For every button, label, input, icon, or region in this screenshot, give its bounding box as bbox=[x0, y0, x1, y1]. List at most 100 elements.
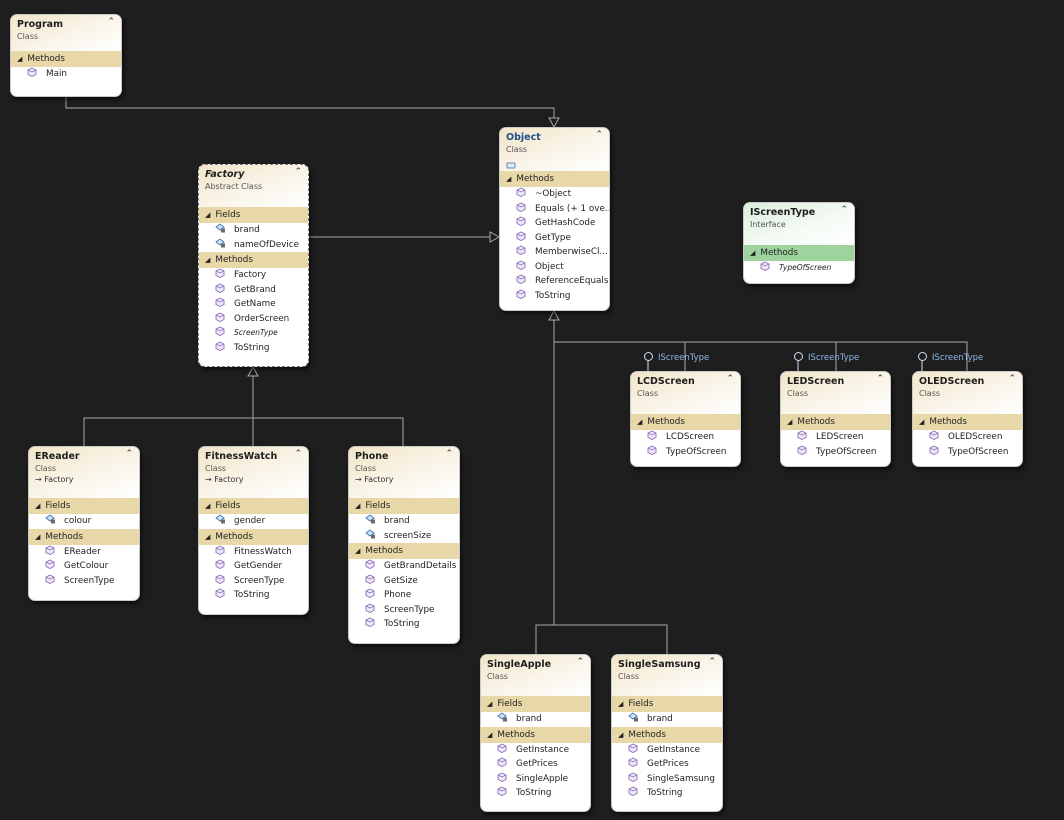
method-row[interactable]: ScreenType bbox=[199, 326, 308, 341]
method-row[interactable]: ~Object bbox=[500, 187, 609, 202]
class-header[interactable]: IScreenType Interface ⌃ bbox=[744, 203, 854, 245]
method-row[interactable]: LEDScreen bbox=[781, 430, 890, 445]
field-row[interactable]: screenSize bbox=[349, 528, 459, 544]
method-row[interactable]: Equals (+ 1 ove... bbox=[500, 201, 609, 217]
section-fields[interactable]: ◢Fields bbox=[612, 696, 722, 712]
collapse-chevron-icon[interactable]: ⌃ bbox=[840, 205, 848, 215]
section-methods[interactable]: ◢Methods bbox=[481, 726, 590, 743]
field-row[interactable]: brand bbox=[199, 223, 308, 238]
section-fields[interactable]: ◢Fields bbox=[349, 498, 459, 514]
method-row[interactable]: SingleSamsung bbox=[612, 771, 722, 787]
expand-triangle-icon[interactable]: ◢ bbox=[618, 700, 624, 708]
section-methods[interactable]: ◢Methods bbox=[349, 543, 459, 559]
method-row[interactable]: TypeOfScreen bbox=[781, 444, 890, 460]
method-row[interactable]: GetHashCode bbox=[500, 216, 609, 231]
section-methods[interactable]: ◢Methods bbox=[29, 528, 139, 545]
section-fields[interactable]: ◢Fields bbox=[481, 696, 590, 712]
collapse-chevron-icon[interactable]: ⌃ bbox=[726, 374, 734, 384]
method-row[interactable]: GetSize bbox=[349, 573, 459, 589]
method-row[interactable]: FitnessWatch bbox=[199, 544, 308, 560]
method-row[interactable]: LCDScreen bbox=[631, 430, 740, 445]
section-methods[interactable]: ◢Methods bbox=[781, 414, 890, 430]
section-methods[interactable]: ◢Methods bbox=[11, 51, 121, 67]
class-header[interactable]: SingleSamsung Class ⌃ bbox=[612, 655, 722, 696]
collapse-chevron-icon[interactable]: ⌃ bbox=[294, 167, 302, 177]
collapse-chevron-icon[interactable]: ⌃ bbox=[1008, 374, 1016, 384]
method-row[interactable]: ScreenType bbox=[349, 602, 459, 618]
class-box-ereader[interactable]: EReader Class → Factory ⌃ ◢Fields colour… bbox=[28, 446, 140, 601]
method-row[interactable]: Main bbox=[11, 67, 121, 82]
method-row[interactable]: ToString bbox=[199, 588, 308, 603]
field-row[interactable]: nameOfDevice bbox=[199, 237, 308, 253]
expand-triangle-icon[interactable]: ◢ bbox=[205, 211, 211, 219]
method-row[interactable]: MemberwiseCl... bbox=[500, 245, 609, 260]
class-header[interactable]: Factory Abstract Class ⌃ bbox=[199, 165, 308, 207]
collapse-chevron-icon[interactable]: ⌃ bbox=[445, 449, 453, 459]
method-row[interactable]: GetColour bbox=[29, 559, 139, 574]
expand-triangle-icon[interactable]: ◢ bbox=[487, 700, 493, 708]
expand-triangle-icon[interactable]: ◢ bbox=[355, 502, 361, 510]
method-row[interactable]: GetPrices bbox=[612, 757, 722, 772]
class-header[interactable]: SingleApple Class ⌃ bbox=[481, 655, 590, 696]
collapse-chevron-icon[interactable]: ⌃ bbox=[595, 130, 603, 140]
expand-triangle-icon[interactable]: ◢ bbox=[637, 418, 643, 426]
class-header[interactable]: Object Class ⌃ bbox=[500, 128, 609, 171]
interface-box-iscreentype[interactable]: IScreenType Interface ⌃ ◢Methods TypeOfS… bbox=[743, 202, 855, 284]
field-row[interactable]: brand bbox=[481, 712, 590, 727]
expand-triangle-icon[interactable]: ◢ bbox=[750, 249, 756, 257]
section-methods[interactable]: ◢Methods bbox=[631, 414, 740, 430]
field-row[interactable]: colour bbox=[29, 514, 139, 529]
expand-triangle-icon[interactable]: ◢ bbox=[506, 175, 512, 183]
section-fields[interactable]: ◢Fields bbox=[29, 498, 139, 514]
method-row[interactable]: Object bbox=[500, 259, 609, 275]
class-box-program[interactable]: Program Class ⌃ ◢Methods Main bbox=[10, 14, 122, 97]
method-row[interactable]: ToString bbox=[199, 340, 308, 356]
class-box-fitnesswatch[interactable]: FitnessWatch Class → Factory ⌃ ◢Fields g… bbox=[198, 446, 309, 615]
class-header[interactable]: LCDScreen Class ⌃ bbox=[631, 372, 740, 414]
class-header[interactable]: EReader Class → Factory ⌃ bbox=[29, 447, 139, 498]
method-row[interactable]: SingleApple bbox=[481, 771, 590, 787]
collapse-chevron-icon[interactable]: ⌃ bbox=[576, 657, 584, 667]
collapse-chevron-icon[interactable]: ⌃ bbox=[708, 657, 716, 667]
method-row[interactable]: ToString bbox=[612, 786, 722, 801]
method-row[interactable]: Factory bbox=[199, 268, 308, 283]
method-row[interactable]: GetInstance bbox=[481, 742, 590, 758]
method-row[interactable]: ScreenType bbox=[29, 573, 139, 589]
section-methods[interactable]: ◢Methods bbox=[612, 726, 722, 743]
method-row[interactable]: ToString bbox=[481, 786, 590, 801]
expand-triangle-icon[interactable]: ◢ bbox=[35, 502, 41, 510]
section-methods[interactable]: ◢Methods bbox=[199, 252, 308, 268]
method-row[interactable]: OrderScreen bbox=[199, 311, 308, 327]
method-row[interactable]: GetPrices bbox=[481, 757, 590, 772]
field-row[interactable]: gender bbox=[199, 514, 308, 529]
method-row[interactable]: OLEDScreen bbox=[913, 430, 1022, 445]
section-fields[interactable]: ◢Fields bbox=[199, 498, 308, 514]
expand-triangle-icon[interactable]: ◢ bbox=[205, 532, 211, 541]
expand-triangle-icon[interactable]: ◢ bbox=[205, 256, 211, 264]
section-methods[interactable]: ◢Methods bbox=[500, 171, 609, 187]
method-row[interactable]: Phone bbox=[349, 588, 459, 603]
section-methods[interactable]: ◢Methods bbox=[199, 528, 308, 545]
collapse-chevron-icon[interactable]: ⌃ bbox=[294, 449, 302, 459]
method-row[interactable]: GetBrandDetails bbox=[349, 559, 459, 574]
method-row[interactable]: GetInstance bbox=[612, 742, 722, 758]
expand-triangle-icon[interactable]: ◢ bbox=[35, 532, 41, 541]
method-row[interactable]: ReferenceEquals bbox=[500, 274, 609, 289]
method-row[interactable]: TypeOfScreen bbox=[744, 261, 854, 276]
collapse-chevron-icon[interactable]: ⌃ bbox=[107, 17, 115, 27]
method-row[interactable]: TypeOfScreen bbox=[913, 444, 1022, 460]
method-row[interactable]: ToString bbox=[500, 288, 609, 304]
expand-triangle-icon[interactable]: ◢ bbox=[487, 730, 493, 739]
section-methods[interactable]: ◢Methods bbox=[913, 414, 1022, 430]
section-methods[interactable]: ◢Methods bbox=[744, 245, 854, 261]
expand-triangle-icon[interactable]: ◢ bbox=[618, 730, 624, 739]
class-box-singlesamsung[interactable]: SingleSamsung Class ⌃ ◢Fields brand ◢Met… bbox=[611, 654, 723, 812]
expand-triangle-icon[interactable]: ◢ bbox=[205, 502, 211, 510]
method-row[interactable]: ToString bbox=[349, 617, 459, 632]
method-row[interactable]: GetName bbox=[199, 297, 308, 312]
collapse-chevron-icon[interactable]: ⌃ bbox=[876, 374, 884, 384]
